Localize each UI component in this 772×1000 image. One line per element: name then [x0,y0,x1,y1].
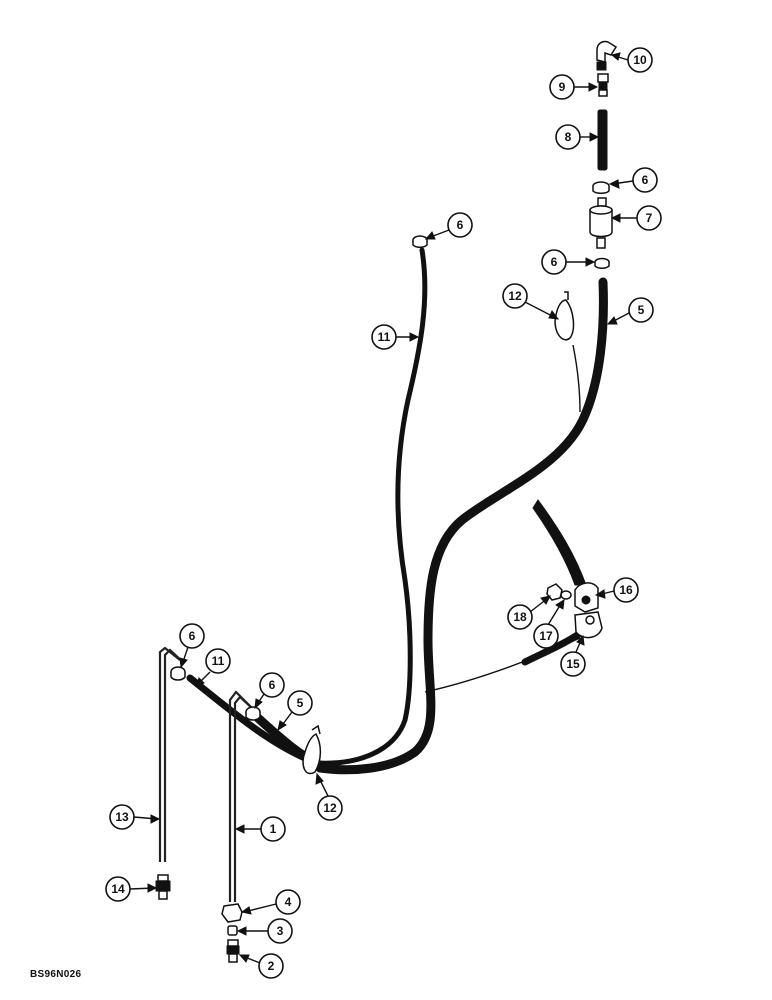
connector-2 [226,939,240,963]
callout-3: 3 [236,918,293,944]
clamp-leader-line [572,344,581,413]
callout-14: 14 [105,876,158,902]
callout-13: 13 [109,804,161,830]
callout-17-label: 17 [539,629,553,643]
nut-18 [546,583,563,601]
callout-4-label: 4 [285,895,292,909]
callout-11-a-label: 11 [378,330,391,344]
clamp-6-hose-11-top [412,235,428,248]
callout-11-b: 11 [195,648,231,687]
inline-filter-7 [589,197,613,249]
clamp-6-lower [594,257,610,269]
adapter-fitting-9 [597,73,609,97]
hose-pointer-arrow [532,499,587,586]
callout-10-label: 10 [633,53,647,67]
callout-4: 4 [240,889,301,915]
callout-12-b-label: 12 [323,801,337,815]
callout-5-b: 5 [277,690,313,732]
callout-17: 17 [533,599,565,649]
callout-9-label: 9 [559,80,566,94]
callout-16: 16 [594,577,639,603]
clamp-6-tube-13 [170,666,186,681]
clamp-6-upper [592,181,610,194]
callout-11-a: 11 [371,324,420,350]
callout-7-label: 7 [646,211,653,225]
callout-6-d: 6 [179,623,205,669]
nut-4 [221,903,243,923]
connector-14 [155,874,171,900]
callout-1-label: 1 [270,822,277,836]
callout-6-e-label: 6 [269,678,276,692]
callout-2-label: 2 [268,959,275,973]
callout-13-label: 13 [115,810,129,824]
callout-8-label: 8 [565,130,572,144]
callout-12-a: 12 [502,283,560,320]
callout-18-label: 18 [513,610,527,624]
callout-6-b-label: 6 [457,218,464,232]
callout-6-c-label: 6 [551,255,558,269]
elbow-fitting-10 [596,40,618,71]
callout-11-b-label: 11 [212,654,225,668]
callout-5-b-label: 5 [297,696,304,710]
hose-8 [597,109,608,171]
callout-1: 1 [234,816,286,842]
callout-6-a-label: 6 [642,173,649,187]
clamp-assembly-15-16 [574,582,603,639]
callout-15: 15 [560,634,586,677]
callout-8: 8 [555,124,600,150]
callout-15-label: 15 [566,657,580,671]
callout-9: 9 [549,74,599,100]
clamp-6-tube-1 [245,706,261,721]
callout-10: 10 [610,47,653,73]
figure-code: BS96N026 [30,969,82,980]
callout-5-a: 5 [606,297,654,325]
lock-washer-17 [560,590,572,600]
callout-6-a: 6 [608,167,658,193]
callout-12-a-label: 12 [508,289,522,303]
callout-5-a-label: 5 [638,303,645,317]
callout-3-label: 3 [277,924,284,938]
callout-6-b: 6 [424,212,473,240]
callout-14-label: 14 [111,882,125,896]
callout-7: 7 [610,205,662,231]
callout-6-d-label: 6 [189,629,196,643]
callout-6-c: 6 [541,249,596,275]
callout-12-b: 12 [315,772,343,821]
sleeve-3 [227,925,238,936]
callout-18: 18 [507,595,551,630]
callout-2: 2 [238,953,284,979]
callout-6-e: 6 [254,672,285,710]
callout-16-label: 16 [619,583,633,597]
tube-13 [158,646,184,862]
cable-clip-12-lower [302,724,322,775]
cable-clip-12-upper [554,291,575,341]
tube-1 [228,690,256,902]
